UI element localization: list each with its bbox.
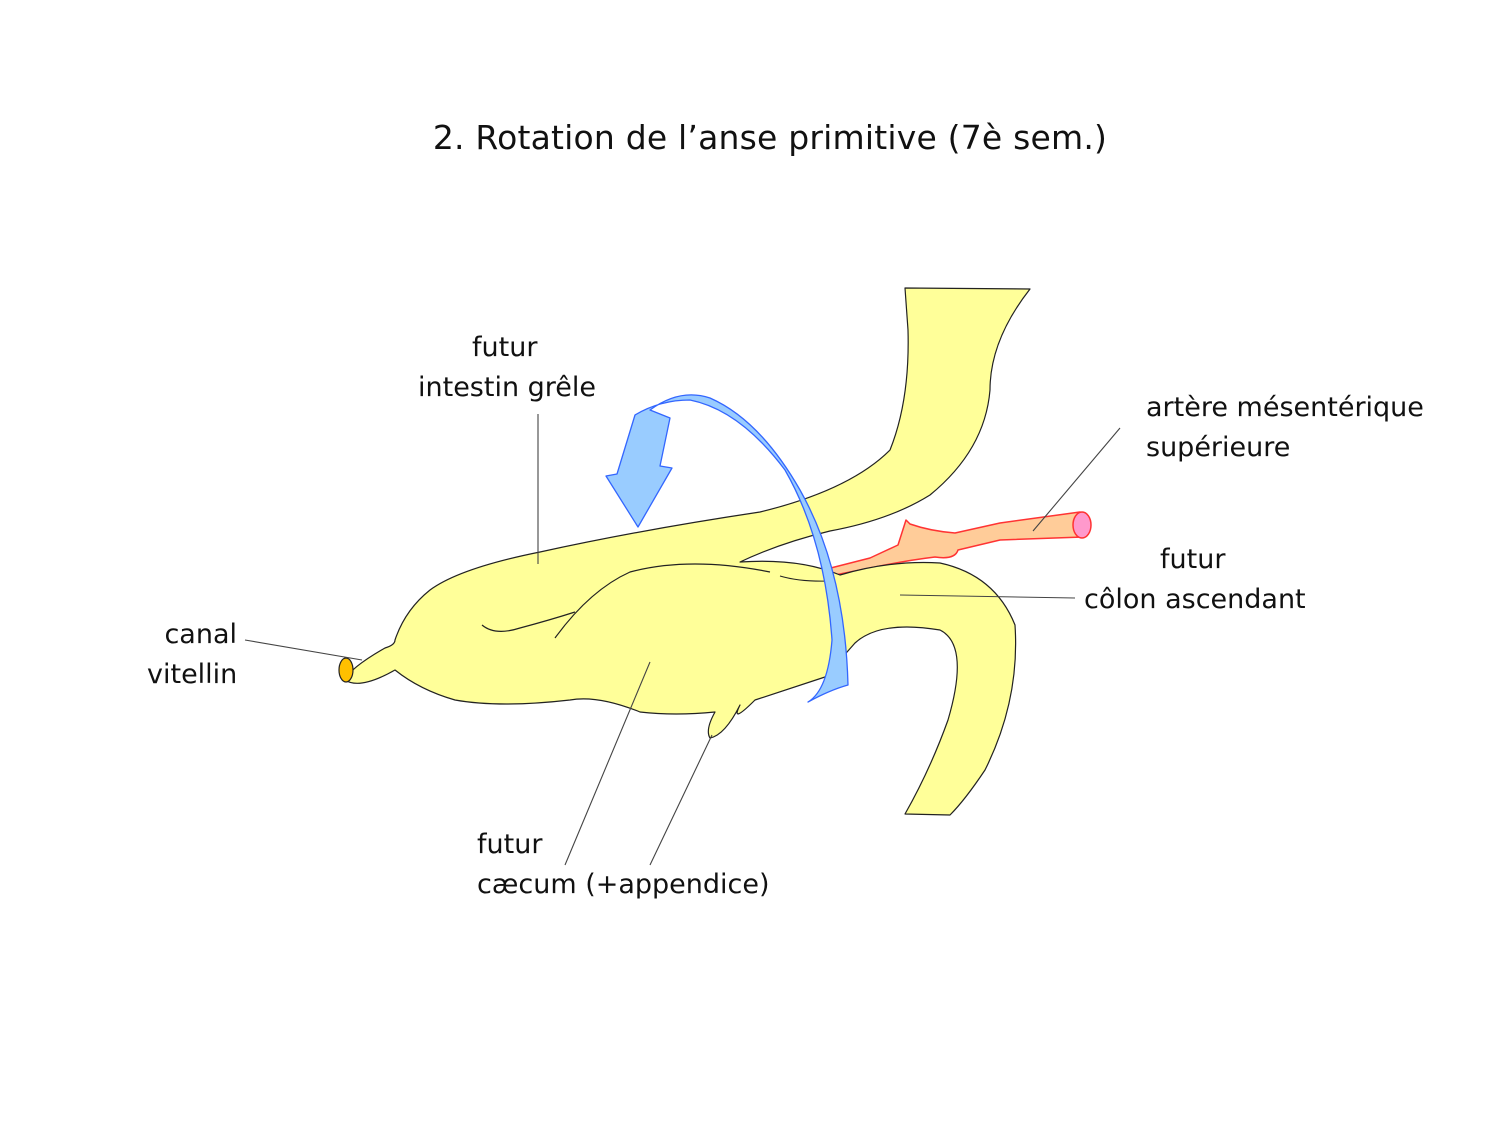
slide-title: 2. Rotation de l’anse primitive (7è sem.… (432, 118, 1108, 157)
leader-lines (244, 414, 1121, 866)
label-line: cæcum (+appendice) (477, 869, 770, 900)
intestine-loop-shape (344, 287, 1031, 816)
rotation-arrow-shape (605, 394, 849, 703)
label-artere-mesenterique: artère mésentérique supérieure (1146, 388, 1424, 468)
caecum-upper-contour (554, 563, 771, 639)
label-line: futur (472, 332, 538, 363)
artery-cut-end (1072, 511, 1092, 539)
label-line: canal (164, 619, 237, 650)
label-line: vitellin (147, 659, 238, 690)
leader-canal (244, 639, 363, 661)
label-intestin-grele: futur intestin grêle (418, 328, 596, 408)
label-line: futur (1160, 544, 1226, 575)
caecum-fold-line (481, 611, 576, 632)
leader-colon (899, 594, 1076, 599)
label-line: supérieure (1146, 432, 1291, 463)
label-line: artère mésentérique (1146, 392, 1424, 423)
label-colon-ascendant: futur côlon ascendant (1084, 540, 1306, 620)
label-caecum: futur cæcum (+appendice) (477, 825, 770, 905)
vitelline-duct-end (338, 657, 354, 683)
label-line: intestin grêle (418, 372, 597, 403)
label-canal-vitellin: canal vitellin (147, 615, 237, 695)
label-line: côlon ascendant (1084, 584, 1306, 615)
rotation-arrow (605, 394, 849, 703)
leader-caecum (564, 661, 651, 866)
leader-artere (1032, 427, 1121, 532)
label-line: futur (477, 829, 543, 860)
leader-appendice (649, 734, 713, 866)
